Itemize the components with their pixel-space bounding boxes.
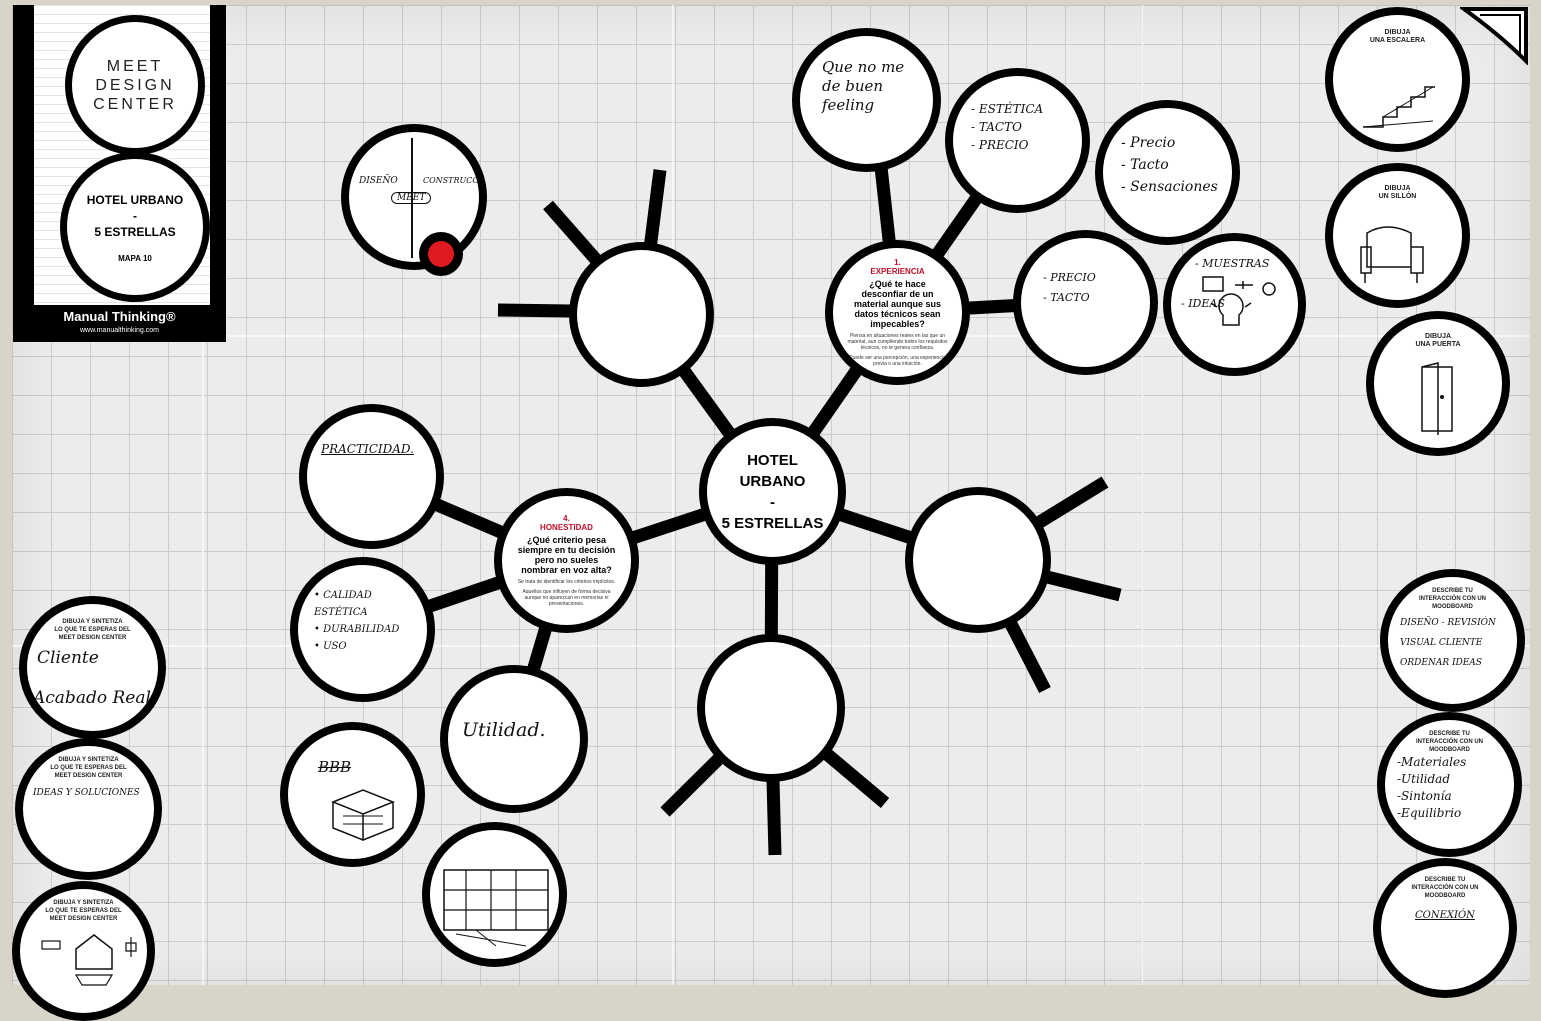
header-card: MEET DESIGN CENTER HOTEL URBANO - 5 ESTR… <box>34 5 210 305</box>
prompt-text: DIBUJA Y SINTETIZA LO QUE TE ESPERAS DEL… <box>54 619 131 641</box>
brand-url: www.manualthinking.com <box>80 327 159 334</box>
question-text: ¿Qué criterio pesa siempre en tu decisió… <box>517 535 616 575</box>
note-circle-precio: - Precio - Tacto - Sensaciones <box>1095 100 1240 245</box>
logo-text: MEET DESIGN CENTER <box>93 57 177 113</box>
note-calidad: • CALIDAD ESTÉTICA • DURABILIDAD • USO <box>314 590 400 652</box>
prompt-circle-sillon: DIBUJA UN SILLÓN <box>1325 163 1470 308</box>
empty-node <box>905 487 1051 633</box>
note-ideas: - IDEAS <box>1181 297 1225 310</box>
question-number: 1. <box>894 258 901 267</box>
question-note: Puede ser una percepción, una experienci… <box>849 355 946 367</box>
note-circle-estetica: - ESTÉTICA - TACTO - PRECIO <box>945 68 1090 213</box>
prompt-text: DESCRIBE TU INTERACCIÓN CON UN MOODBOARD <box>1419 588 1486 610</box>
question-note: Piensa en situaciones reales en las que … <box>847 333 948 351</box>
prompt-circle-meet: DIBUJA Y SINTETIZA LO QUE TE ESPERAS DEL… <box>12 881 155 1021</box>
fold-line <box>1142 5 1144 985</box>
note-precio-tacto2: - PRECIO - TACTO <box>1043 271 1096 304</box>
note-practicidad: PRACTICIDAD. <box>321 442 414 456</box>
prompt-circle-moodboard: DESCRIBE TU INTERACCIÓN CON UN MOODBOARD… <box>1377 712 1522 857</box>
red-sticker-dot <box>419 232 463 276</box>
prompt-circle-meet: DIBUJA Y SINTETIZA LO QUE TE ESPERAS DEL… <box>19 596 166 739</box>
prompt-circle-moodboard: DESCRIBE TU INTERACCIÓN CON UN MOODBOARD… <box>1380 569 1525 712</box>
note-feeling: Que no me de buen feeling <box>822 58 905 114</box>
note-estetica: - ESTÉTICA - TACTO - PRECIO <box>971 102 1044 152</box>
lightbulb-sketch-icon <box>1202 276 1276 326</box>
note-circle-utilidad: Utilidad. <box>440 665 588 813</box>
note-circle-shelves <box>422 822 567 967</box>
question-note: Aquellos que influyen de forma decisiva … <box>522 589 611 607</box>
empty-node <box>697 634 845 782</box>
prompt-text: DIBUJA UNA PUERTA <box>1415 333 1461 348</box>
map-title-line: HOTEL URBANO <box>86 192 184 207</box>
note-muestras: - MUESTRAS <box>1195 257 1270 270</box>
map-title-line: 5 ESTRELLAS <box>94 224 176 239</box>
question-node-honestidad: 4. HONESTIDAD ¿Qué criterio pesa siempre… <box>494 488 639 633</box>
question-category: HONESTIDAD <box>540 523 593 532</box>
note-utilidad: Utilidad. <box>462 719 546 741</box>
note-circle-bbb: BBB <box>280 722 425 867</box>
note-bbb: BBB <box>318 758 352 776</box>
hub-title: 5 ESTRELLAS <box>721 514 824 532</box>
door-sketch-icon <box>1421 362 1453 435</box>
shelving-sketch-icon <box>443 869 549 947</box>
fold-line <box>12 335 1530 337</box>
question-number: 4. <box>563 514 570 523</box>
hub-title: URBANO <box>739 472 806 490</box>
note-circle-muestras: - MUESTRAS - IDEAS <box>1163 233 1306 376</box>
house-sketch-icon <box>41 934 137 986</box>
prompt-text: DESCRIBE TU INTERACCIÓN CON UN MOODBOARD <box>1411 877 1479 899</box>
note-construccion: CONSTRUCCIÓN <box>423 176 482 185</box>
hub-title: HOTEL <box>747 451 798 469</box>
question-category: EXPERIENCIA <box>870 267 925 276</box>
note-diseno: DISEÑO <box>359 176 398 186</box>
prompt-circle-escalera: DIBUJA UNA ESCALERA <box>1325 7 1470 152</box>
furniture-sketch-icon <box>330 789 396 842</box>
question-note: Se trata de identificar los criterios im… <box>517 579 616 585</box>
armchair-sketch-icon <box>1360 226 1424 283</box>
prompt-circle-meet: DIBUJA Y SINTETIZA LO QUE TE ESPERAS DEL… <box>15 738 162 880</box>
prompt-circle-puerta: DIBUJA UNA PUERTA <box>1366 311 1510 456</box>
staircase-sketch-icon <box>1362 86 1435 128</box>
note-diseno-revision: DISEÑO - REVISIÓN VISUAL CLIENTE ORDENAR… <box>1400 618 1496 668</box>
prompt-text: DIBUJA UN SILLÓN <box>1378 185 1417 200</box>
logo-circle: MEET DESIGN CENTER <box>65 15 205 155</box>
note-circle-diseno: DISEÑO CONSTRUCCIÓN MEET <box>341 124 487 270</box>
empty-node <box>569 242 714 387</box>
prompt-text: DIBUJA Y SINTETIZA LO QUE TE ESPERAS DEL… <box>45 900 122 922</box>
note-meet: MEET <box>391 192 432 204</box>
note-ideas-soluciones: IDEAS Y SOLUCIONES <box>33 788 140 798</box>
question-text: ¿Qué te hace desconfiar de un material a… <box>853 279 942 329</box>
map-title-line: - <box>133 208 137 223</box>
note-circle-precio2: - PRECIO - TACTO <box>1013 230 1158 375</box>
note-circle-feeling: Que no me de buen feeling <box>792 28 941 172</box>
prompt-text: DIBUJA UNA ESCALERA <box>1369 29 1426 44</box>
note-acabado: Acabado Real <box>33 688 151 708</box>
note-circle-calidad: • CALIDAD ESTÉTICA • DURABILIDAD • USO <box>290 557 435 702</box>
prompt-text: DIBUJA Y SINTETIZA LO QUE TE ESPERAS DEL… <box>50 757 127 779</box>
note-conexion: CONEXIÓN <box>1415 910 1475 921</box>
note-materiales: -Materiales -Utilidad -Sintonía -Equilib… <box>1397 755 1467 820</box>
brand-name: Manual Thinking® <box>63 309 176 324</box>
corner-star-icon <box>1460 7 1528 65</box>
divider-line <box>411 138 413 258</box>
prompt-circle-moodboard: DESCRIBE TU INTERACCIÓN CON UN MOODBOARD… <box>1373 858 1517 998</box>
fold-line <box>202 5 204 985</box>
map-number: MAPA 10 <box>118 253 152 263</box>
title-circle: HOTEL URBANO - 5 ESTRELLAS MAPA 10 <box>60 152 210 302</box>
note-precio-tacto: - Precio - Tacto - Sensaciones <box>1121 135 1218 195</box>
central-hub: HOTEL URBANO - 5 ESTRELLAS <box>699 418 846 565</box>
note-cliente: Cliente <box>37 648 99 668</box>
hub-title: - <box>770 493 775 511</box>
question-node-experiencia: 1. EXPERIENCIA ¿Qué te hace desconfiar d… <box>825 240 970 385</box>
fold-line <box>672 5 674 985</box>
note-circle-practicidad: PRACTICIDAD. <box>299 404 444 549</box>
prompt-text: DESCRIBE TU INTERACCIÓN CON UN MOODBOARD <box>1416 731 1483 753</box>
header-panel: MEET DESIGN CENTER HOTEL URBANO - 5 ESTR… <box>13 5 226 342</box>
